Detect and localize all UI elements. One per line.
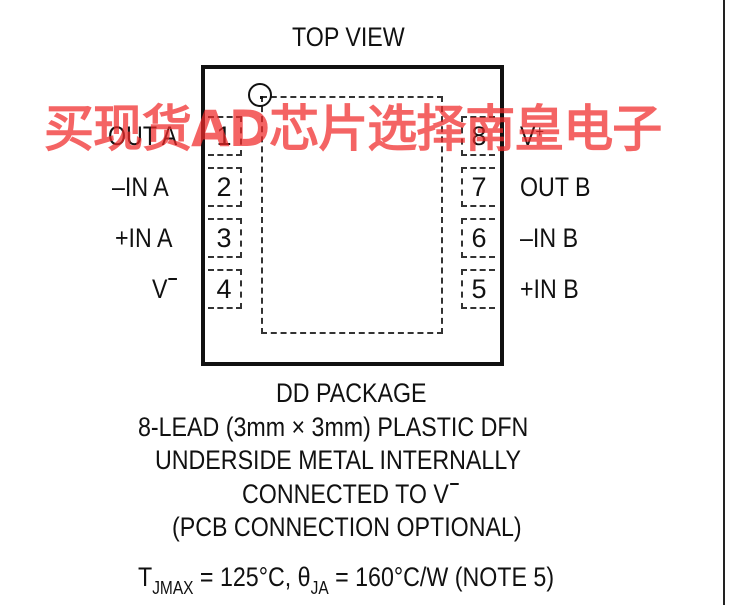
v-plus-superscript: + bbox=[535, 122, 545, 141]
pad-8: 8 bbox=[461, 116, 495, 156]
pin-label-v-minus: V bbox=[152, 276, 177, 303]
pin-number-5: 5 bbox=[471, 274, 487, 304]
pin-label-v-plus: V+ bbox=[520, 123, 544, 150]
t-symbol: T bbox=[138, 562, 153, 592]
caption-connected-to: CONNECTED TO V bbox=[242, 479, 459, 509]
pin-number-1: 1 bbox=[216, 121, 232, 151]
pad-1: 1 bbox=[208, 116, 242, 156]
pin-label-out-b: OUT B bbox=[520, 172, 591, 202]
watermark-text: 买现货AD芯片选择南皇电子 bbox=[44, 100, 662, 158]
caption-underside-metal: UNDERSIDE METAL INTERNALLY bbox=[155, 445, 522, 475]
pad-6: 6 bbox=[461, 218, 495, 258]
pin-label-out-a: OUT A bbox=[108, 121, 178, 151]
package-outline bbox=[201, 65, 504, 366]
page-right-border bbox=[723, 0, 725, 605]
caption-connected-text: CONNECTED TO V bbox=[242, 479, 449, 509]
pin-number-8: 8 bbox=[471, 121, 487, 151]
v-plus-text: V bbox=[520, 121, 536, 151]
pad-3: 3 bbox=[208, 218, 242, 258]
caption-package-name: DD PACKAGE bbox=[276, 378, 427, 408]
theta-symbol: θ bbox=[297, 562, 311, 592]
pad-4: 4 bbox=[208, 269, 242, 309]
thermal-spec: TJMAX = 125°C, θJA = 160°C/W (NOTE 5) bbox=[138, 562, 555, 598]
pin1-indicator-dot bbox=[260, 96, 263, 99]
v-minus-bar bbox=[168, 278, 177, 280]
pin1-indicator-icon bbox=[248, 83, 272, 107]
theta-value: = 160°C/W (NOTE 5) bbox=[328, 562, 555, 592]
v-minus-text: V bbox=[152, 274, 168, 304]
t-subscript: JMAX bbox=[152, 578, 194, 598]
t-value: = 125°C, bbox=[193, 562, 298, 592]
caption-pcb-optional: (PCB CONNECTION OPTIONAL) bbox=[172, 512, 522, 542]
pin-number-4: 4 bbox=[216, 274, 232, 304]
pin-label-minus-in-a: –IN A bbox=[112, 172, 169, 202]
pin-number-3: 3 bbox=[216, 223, 232, 253]
theta-subscript: JA bbox=[310, 578, 329, 598]
pad-5: 5 bbox=[461, 269, 495, 309]
pin-label-plus-in-a: +IN A bbox=[115, 223, 173, 253]
caption-lead-info: 8-LEAD (3mm × 3mm) PLASTIC DFN bbox=[138, 412, 529, 442]
pin-number-6: 6 bbox=[471, 223, 487, 253]
pin-number-7: 7 bbox=[471, 172, 487, 202]
pin-number-2: 2 bbox=[216, 172, 232, 202]
exposed-pad-outline bbox=[261, 96, 443, 334]
pad-2: 2 bbox=[208, 167, 242, 207]
diagram-title: TOP VIEW bbox=[292, 22, 405, 52]
caption-v-minus-bar bbox=[449, 483, 459, 485]
pin-label-minus-in-b: –IN B bbox=[520, 223, 579, 253]
pin-label-plus-in-b: +IN B bbox=[520, 274, 579, 304]
pad-7: 7 bbox=[461, 167, 495, 207]
